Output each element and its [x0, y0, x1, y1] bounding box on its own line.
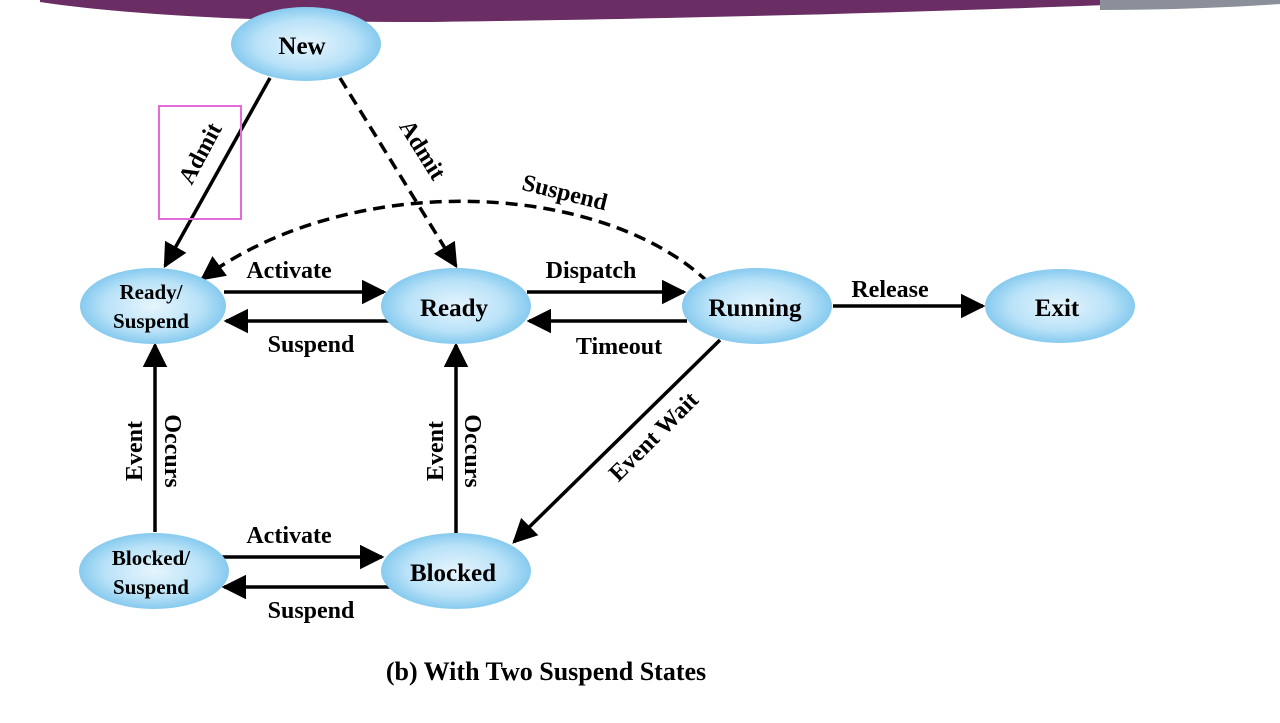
state-ready: Ready	[381, 268, 531, 344]
label-suspend-blocked: Suspend	[268, 598, 355, 624]
state-blocked-label: Blocked	[410, 560, 496, 587]
label-suspend-ready: Suspend	[268, 332, 355, 358]
state-blocked-suspend-label-line2: Suspend	[113, 575, 189, 599]
suspend-arrow-running-to-ready-suspend	[200, 199, 710, 284]
top-banner	[40, 0, 1180, 22]
label-release: Release	[851, 277, 929, 303]
state-running-label: Running	[708, 295, 802, 322]
label-admit-right: Admit	[394, 116, 451, 185]
state-exit: Exit	[985, 269, 1135, 343]
state-exit-label: Exit	[1035, 295, 1080, 322]
admit-arrow-to-ready-suspend	[163, 77, 272, 269]
label-dispatch: Dispatch	[546, 258, 637, 284]
state-ready-suspend-label-line1: Ready/	[120, 280, 184, 304]
state-running-shape	[682, 268, 832, 344]
state-new: New	[231, 7, 381, 81]
state-new-label: New	[278, 33, 325, 60]
label-occurs-left: Occurs	[159, 414, 185, 487]
state-blocked: Blocked	[381, 533, 531, 609]
label-activate-ready: Activate	[246, 258, 332, 284]
state-exit-shape	[985, 269, 1135, 343]
state-ready-suspend: Ready/ Suspend	[80, 268, 226, 344]
event-wait-arrow	[512, 338, 722, 544]
label-timeout: Timeout	[576, 334, 662, 360]
state-ready-label: Ready	[420, 295, 489, 322]
state-ready-suspend-label-line2: Suspend	[113, 309, 189, 333]
label-suspend-top: Suspend	[519, 170, 610, 216]
state-new-shape	[231, 7, 381, 81]
label-event-mid: Event	[423, 421, 449, 481]
transitions	[142, 77, 986, 600]
highlight-box	[158, 105, 242, 220]
state-blocked-suspend-label-line1: Blocked/	[112, 546, 191, 570]
state-blocked-suspend-shape	[79, 533, 229, 609]
top-banner-accent	[1100, 0, 1280, 10]
label-event-left: Event	[122, 421, 148, 481]
state-ready-suspend-shape	[80, 268, 226, 344]
label-activate-blocked: Activate	[246, 523, 332, 549]
label-occurs-mid: Occurs	[459, 414, 485, 487]
state-running: Running	[682, 268, 832, 344]
state-blocked-suspend: Blocked/ Suspend	[79, 533, 229, 609]
state-ready-shape	[381, 268, 531, 344]
diagram-caption: (b) With Two Suspend States	[386, 657, 706, 686]
state-blocked-shape	[381, 533, 531, 609]
label-admit-left: Admit	[174, 119, 228, 189]
